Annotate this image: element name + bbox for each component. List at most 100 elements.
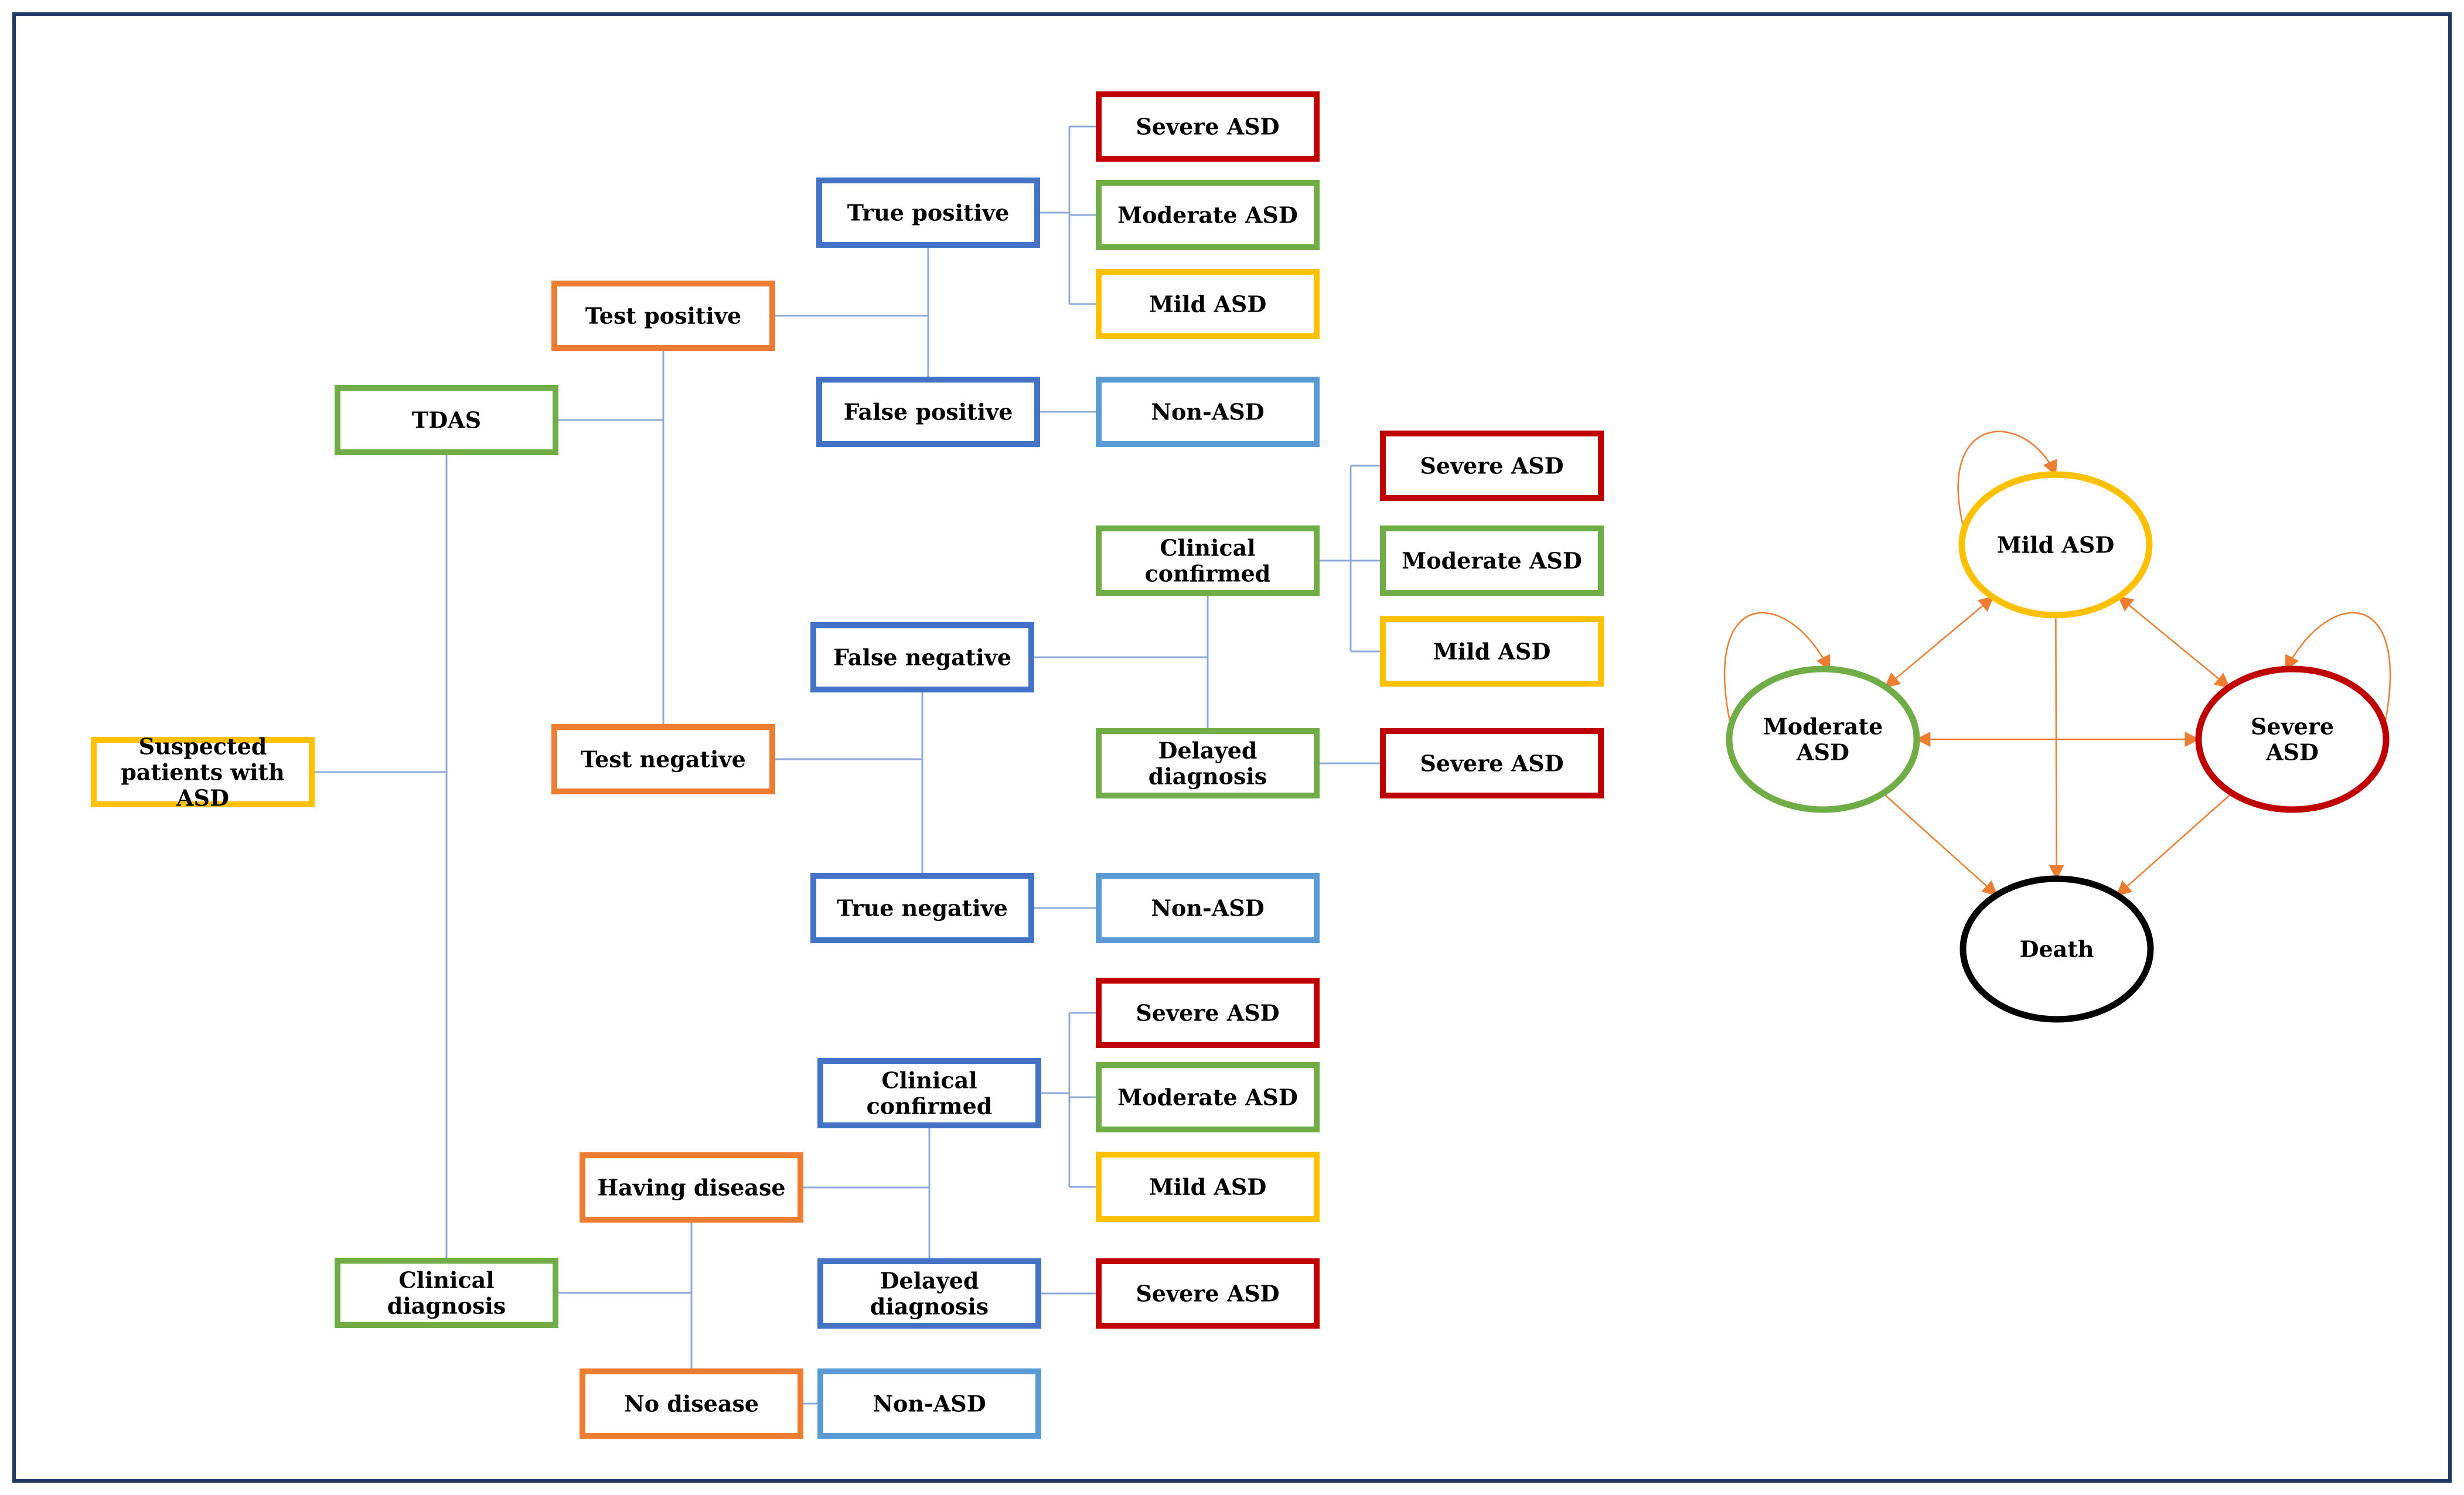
self-loop-mild: [1957, 431, 2057, 531]
node-box: [1096, 728, 1320, 798]
node-true-negative: True negative: [810, 873, 1034, 943]
node-having-disease: Having disease: [580, 1152, 803, 1223]
node-label: diagnosis: [870, 1293, 989, 1320]
node-label: Clinical: [881, 1067, 977, 1094]
state-label: Moderate: [1763, 714, 1883, 740]
node-box: [551, 281, 775, 351]
node-box: [816, 178, 1040, 248]
node-tp-severe: Severe ASD: [1096, 91, 1320, 162]
node-box: [816, 377, 1040, 447]
node-cd-cc-mild: Mild ASD: [1096, 1152, 1320, 1222]
node-nd-non-asd: Non-ASD: [817, 1368, 1041, 1439]
node-false-negative: False negative: [810, 622, 1034, 692]
node-label: Delayed: [880, 1268, 979, 1294]
node-label: Moderate ASD: [1402, 548, 1582, 574]
node-test-negative: Test negative: [551, 724, 775, 794]
node-box: [1096, 91, 1320, 162]
node-box: [551, 724, 775, 794]
node-box: [1380, 525, 1604, 596]
node-label: Moderate ASD: [1117, 1084, 1298, 1111]
node-label: ASD: [176, 785, 229, 811]
state-ellipse: [1958, 471, 2153, 619]
node-box: [1096, 1152, 1320, 1222]
node-label: Delayed: [1158, 738, 1257, 764]
node-label: Clinical: [398, 1267, 494, 1293]
node-fn-cc-mild: Mild ASD: [1380, 616, 1604, 687]
node-box: [335, 1258, 558, 1328]
node-label: Severe ASD: [1136, 1000, 1279, 1026]
node-label: Non-ASD: [873, 1391, 986, 1417]
node-box: [1096, 525, 1320, 596]
node-label: Mild ASD: [1149, 291, 1267, 318]
node-label: No disease: [624, 1391, 759, 1417]
tree-connectors: [312, 125, 1383, 1405]
node-label: Mild ASD: [1433, 639, 1551, 665]
transition-severe-death: [2116, 792, 2233, 896]
node-label: Severe ASD: [1136, 114, 1279, 140]
transition-mild-severe: [2117, 595, 2231, 689]
node-box: [817, 1058, 1041, 1128]
node-test-positive: Test positive: [551, 281, 775, 351]
node-tdas: TDAS: [335, 385, 558, 455]
node-label: patients with: [121, 759, 285, 786]
node-fp-non-asd: Non-ASD: [1096, 377, 1320, 447]
node-box: [1096, 1258, 1320, 1329]
node-tp-moderate: Moderate ASD: [1096, 180, 1320, 250]
node-box: [1380, 728, 1604, 798]
self-loop-severe: [2285, 612, 2391, 730]
state-mild: Mild ASD: [1958, 471, 2153, 619]
node-false-positive: False positive: [816, 377, 1040, 447]
transition-mild-moderate: [1884, 596, 1995, 688]
state-death: Death: [1959, 875, 2154, 1023]
node-label: diagnosis: [1148, 763, 1267, 790]
node-no-disease: No disease: [580, 1368, 803, 1439]
node-label: Test positive: [585, 303, 741, 329]
node-label: Suspected: [139, 733, 267, 760]
node-label: TDAS: [412, 407, 481, 434]
node-box: [580, 1152, 803, 1223]
node-label: Mild ASD: [1149, 1174, 1267, 1200]
node-tn-non-asd: Non-ASD: [1096, 873, 1320, 943]
node-fn-cc-severe: Severe ASD: [1380, 431, 1604, 501]
state-ellipse: [2195, 665, 2390, 813]
node-cd-cc-severe: Severe ASD: [1096, 978, 1320, 1048]
state-label: ASD: [2265, 739, 2319, 766]
node-label: confirmed: [1145, 561, 1271, 587]
node-box: [1096, 978, 1320, 1048]
state-label: Mild ASD: [1997, 532, 2115, 558]
node-box: [817, 1368, 1041, 1439]
node-label: Non-ASD: [1151, 895, 1264, 921]
markov-transitions: [1724, 431, 2391, 896]
node-box: [1096, 377, 1320, 447]
node-box: [810, 873, 1034, 943]
node-box: [1096, 269, 1320, 339]
node-box: [817, 1258, 1041, 1329]
state-label: ASD: [1796, 739, 1849, 766]
state-ellipse: [1726, 665, 1920, 813]
node-label: Severe ASD: [1420, 453, 1563, 479]
node-true-positive: True positive: [816, 178, 1040, 248]
node-cd-dd-severe: Severe ASD: [1096, 1258, 1320, 1329]
node-label: True negative: [837, 895, 1008, 921]
node-label: Clinical: [1160, 535, 1255, 561]
node-label: Moderate ASD: [1117, 202, 1298, 228]
node-label: confirmed: [867, 1093, 993, 1119]
node-box: [335, 385, 558, 455]
node-box: [91, 737, 315, 807]
node-tp-mild: Mild ASD: [1096, 269, 1320, 339]
node-box: [1380, 616, 1604, 687]
self-loop-moderate: [1724, 612, 1831, 730]
state-ellipse: [1959, 875, 2154, 1023]
node-label: Non-ASD: [1151, 399, 1264, 425]
state-label: Severe: [2251, 714, 2334, 740]
node-label: Severe ASD: [1136, 1281, 1279, 1307]
